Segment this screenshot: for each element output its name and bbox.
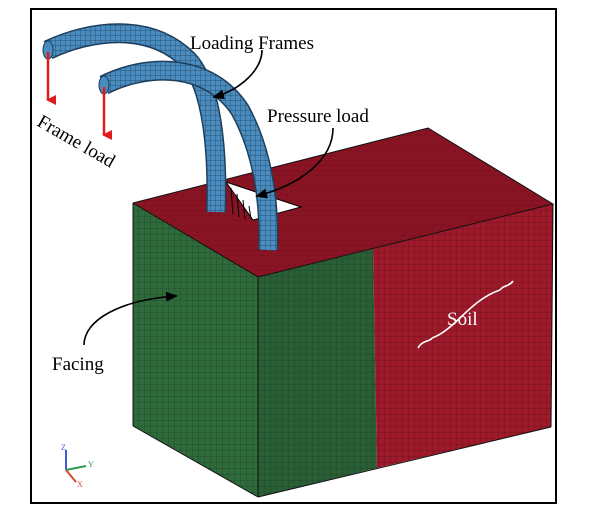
soil-brace <box>417 280 514 349</box>
axis-y-line <box>65 465 87 471</box>
loading-frame-front <box>98 60 279 251</box>
axis-y-label: Y <box>88 460 94 469</box>
block-top-face <box>133 128 553 277</box>
label-pressure-load: Pressure load <box>267 106 369 127</box>
block-edges <box>132 127 555 498</box>
frame-load-arrows <box>46 52 112 140</box>
axis-x-label: X <box>77 480 83 489</box>
loading-frames-leader <box>212 49 263 100</box>
label-soil: Soil <box>447 309 478 330</box>
label-facing: Facing <box>52 354 104 375</box>
axis-z-label: Z <box>61 443 66 452</box>
label-loading-frames: Loading Frames <box>190 33 314 54</box>
facing-front-face <box>258 249 377 497</box>
axis-triad: Z Y X <box>61 443 94 489</box>
soil-front-face <box>373 204 553 468</box>
facing-leader <box>83 291 178 346</box>
pressure-load-leader <box>255 127 334 199</box>
axis-x-line <box>65 469 77 483</box>
loading-frame-back <box>42 23 227 213</box>
facing-side-face <box>133 203 258 497</box>
